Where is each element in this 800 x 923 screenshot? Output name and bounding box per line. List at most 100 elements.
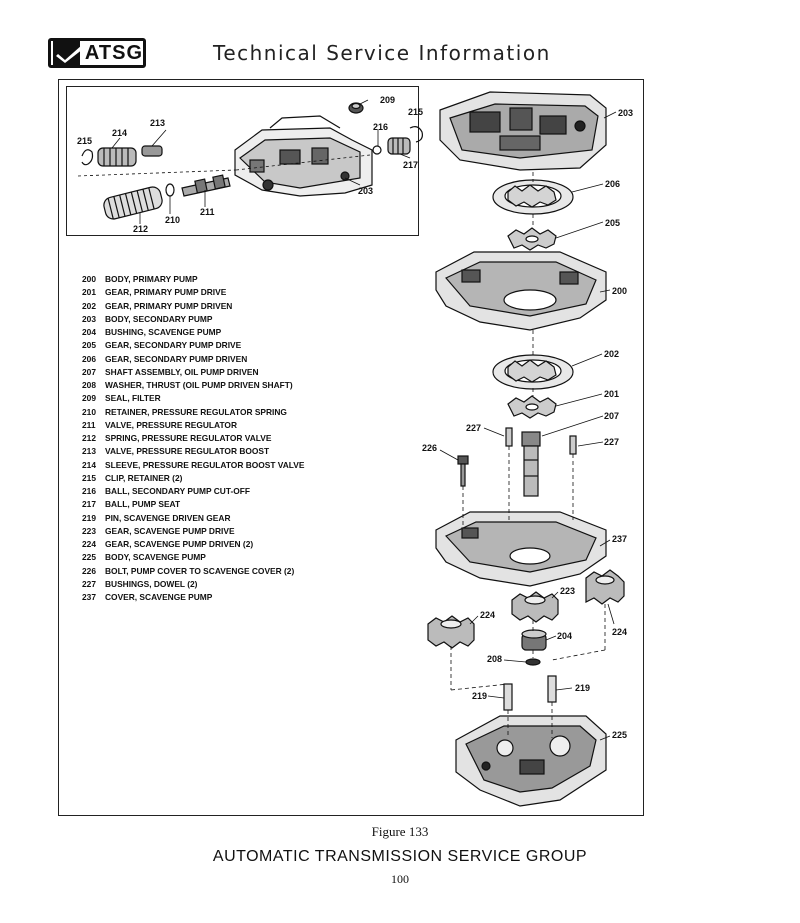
- atsg-logo: ATSG: [48, 38, 146, 68]
- scavenge-driven-pin-left-drawing: [503, 683, 513, 711]
- legend-number: 212: [82, 433, 96, 443]
- regulator-spring-drawing: [103, 186, 163, 220]
- legend-description: BALL, SECONDARY PUMP CUT-OFF: [105, 486, 251, 496]
- legend-description: SLEEVE, PRESSURE REGULATOR BOOST VALVE: [105, 459, 305, 470]
- boost-valve-drawing: [141, 145, 163, 157]
- callout-226: 226: [422, 443, 438, 453]
- callout-206: 206: [605, 179, 621, 189]
- callout-204: 204: [557, 631, 573, 641]
- callout-219-right: 219: [575, 683, 591, 693]
- callout-207: 207: [604, 411, 620, 421]
- callout-213: 213: [150, 118, 166, 128]
- legend-description: BUSHINGS, DOWEL (2): [105, 578, 198, 589]
- callout-212: 212: [133, 224, 149, 234]
- legend-item: 224 GEAR, SCAVENGE PUMP DRIVEN (2): [82, 538, 304, 551]
- legend-number: 227: [82, 578, 96, 589]
- scavenge-driven-gear-right-drawing: [585, 569, 625, 605]
- callout-227-right: 227: [604, 437, 620, 447]
- legend-description: GEAR, SCAVENGE PUMP DRIVEN (2): [105, 539, 254, 549]
- legend-description: GEAR, SECONDARY PUMP DRIVE: [105, 340, 242, 351]
- legend-number: 225: [82, 552, 96, 563]
- pump-seat-ball-drawing: [387, 137, 411, 155]
- page-header-title: Technical Service Information: [213, 41, 551, 65]
- callout-211: 211: [200, 207, 215, 217]
- secondary-pump-body-drawing: [439, 91, 607, 171]
- figure-frame: [58, 79, 644, 816]
- primary-pump-body-drawing: [435, 251, 607, 331]
- callout-200: 200: [612, 286, 628, 296]
- thrust-washer-drawing: [525, 658, 541, 666]
- legend-description: GEAR, SECONDARY PUMP DRIVEN: [105, 353, 248, 364]
- legend-number: 219: [82, 512, 96, 523]
- scavenge-pump-cover-drawing: [435, 511, 607, 587]
- footer-title: AUTOMATIC TRANSMISSION SERVICE GROUP: [212, 848, 588, 865]
- dowel-bushing-left-drawing: [505, 427, 513, 447]
- legend-number: 203: [82, 313, 96, 324]
- checkmark-logo-icon: [53, 41, 83, 65]
- page-number: 100: [391, 872, 409, 886]
- legend-description: BODY, SCAVENGE PUMP: [105, 552, 206, 563]
- legend-description: WASHER, THRUST (OIL PUMP DRIVEN SHAFT): [105, 380, 293, 390]
- legend-item: 211 VALVE, PRESSURE REGULATOR: [82, 419, 304, 432]
- legend-number: 213: [82, 446, 96, 457]
- callout-217: 217: [403, 160, 419, 170]
- legend-number: 226: [82, 565, 96, 576]
- legend-description: GEAR, SCAVENGE PUMP DRIVE: [105, 525, 235, 536]
- scavenge-driven-gear-left-drawing: [427, 615, 475, 649]
- legend-number: 216: [82, 486, 96, 496]
- callout-205: 205: [605, 218, 621, 228]
- legend-description: BOLT, PUMP COVER TO SCAVENGE COVER (2): [105, 565, 295, 576]
- legend-number: 200: [82, 274, 96, 284]
- scavenge-pump-body-drawing: [455, 715, 607, 807]
- logo-text: ATSG: [84, 41, 143, 64]
- callout-237: 237: [612, 534, 628, 544]
- legend-item: 226 BOLT, PUMP COVER TO SCAVENGE COVER (2…: [82, 565, 304, 578]
- inset-diagram-frame: [66, 86, 419, 236]
- callout-209: 209: [380, 95, 396, 105]
- legend-number: 237: [82, 592, 96, 602]
- scavenge-drive-gear-drawing: [511, 591, 559, 623]
- legend-description: BODY, PRIMARY PUMP: [105, 274, 198, 284]
- callout-227-left: 227: [466, 423, 482, 433]
- callout-201: 201: [604, 389, 620, 399]
- callout-203: 203: [618, 108, 634, 118]
- legend-description: SPRING, PRESSURE REGULATOR VALVE: [105, 433, 272, 443]
- legend-number: 215: [82, 472, 96, 483]
- secondary-pump-drive-gear-drawing: [507, 227, 557, 251]
- regulator-valve-drawing: [181, 174, 231, 197]
- retainer-clip-left-drawing: [81, 149, 94, 166]
- legend-item: 202 GEAR, PRIMARY PUMP DRIVEN: [82, 300, 304, 313]
- legend-number: 224: [82, 539, 96, 549]
- legend-item: 227 BUSHINGS, DOWEL (2): [82, 578, 304, 591]
- legend-description: GEAR, PRIMARY PUMP DRIVEN: [105, 300, 233, 311]
- legend-number: 202: [82, 300, 96, 311]
- legend-number: 211: [82, 419, 96, 430]
- legend-description: COVER, SCAVENGE PUMP: [105, 592, 213, 602]
- legend-item: 225 BODY, SCAVENGE PUMP: [82, 551, 304, 564]
- callout-216: 216: [373, 122, 389, 132]
- scavenge-pump-bushing-drawing: [521, 629, 547, 651]
- legend-description: VALVE, PRESSURE REGULATOR: [105, 419, 237, 430]
- legend-number: 209: [82, 393, 96, 404]
- filter-seal-drawing: [348, 102, 364, 114]
- callout-215-left: 215: [77, 136, 93, 146]
- callout-224-right: 224: [612, 627, 628, 637]
- boost-sleeve-drawing: [97, 147, 137, 167]
- secondary-pump-body-inset-drawing: [234, 115, 373, 197]
- legend-number: 201: [82, 287, 96, 298]
- secondary-pump-driven-gear-drawing: [492, 179, 574, 215]
